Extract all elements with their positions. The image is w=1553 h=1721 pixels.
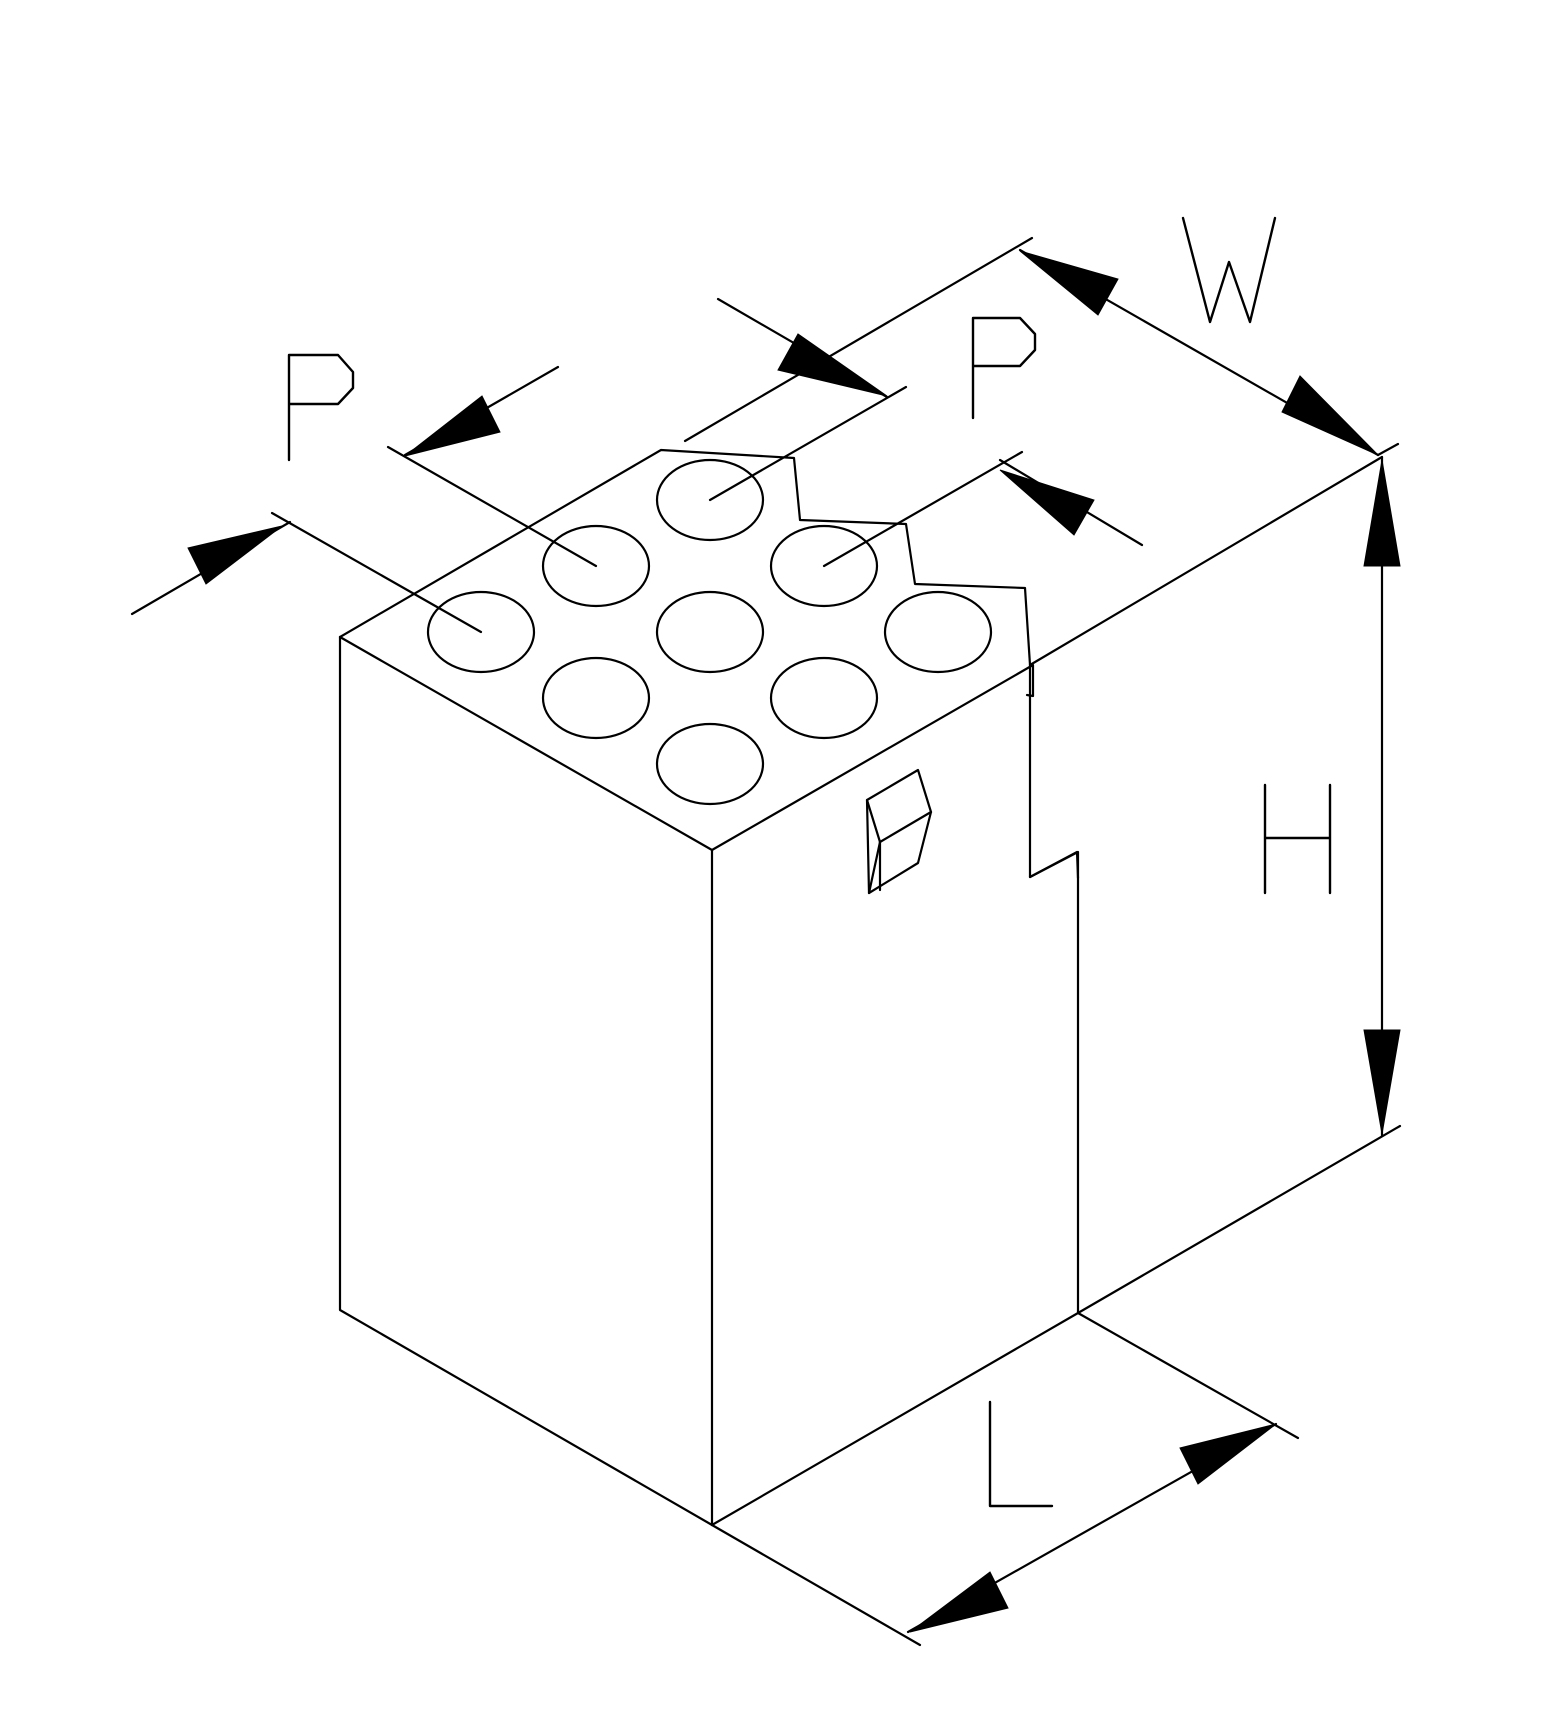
label-length: L <box>982 1404 1043 1532</box>
left-face <box>338 635 714 1527</box>
label-width-glyph <box>1181 216 1277 324</box>
dimension-height <box>1028 455 1402 1315</box>
hole-9 <box>655 722 765 806</box>
contact-holes <box>426 458 993 806</box>
hole-5 <box>655 590 765 674</box>
label-pitch-right: P <box>965 316 1031 444</box>
label-length-glyph <box>988 1400 1054 1508</box>
dimension-width <box>683 216 1400 457</box>
dimension-pitch-right <box>708 297 1144 568</box>
hole-8 <box>769 656 879 740</box>
label-pitch-left-glyph <box>287 353 355 462</box>
notch-step <box>710 850 1080 1527</box>
dimension-text-labels: P P W H L <box>280 220 1338 1532</box>
dimension-pitch-left <box>130 353 598 634</box>
label-pitch-left: P <box>280 358 346 486</box>
label-height-glyph <box>1263 783 1332 895</box>
label-height: H <box>1255 791 1338 919</box>
hole-7 <box>883 590 993 674</box>
label-pitch-right-glyph <box>971 316 1037 420</box>
dimension-length <box>710 1311 1300 1647</box>
latch <box>865 768 933 895</box>
hole-6 <box>541 656 651 740</box>
label-width: W <box>1175 220 1284 348</box>
